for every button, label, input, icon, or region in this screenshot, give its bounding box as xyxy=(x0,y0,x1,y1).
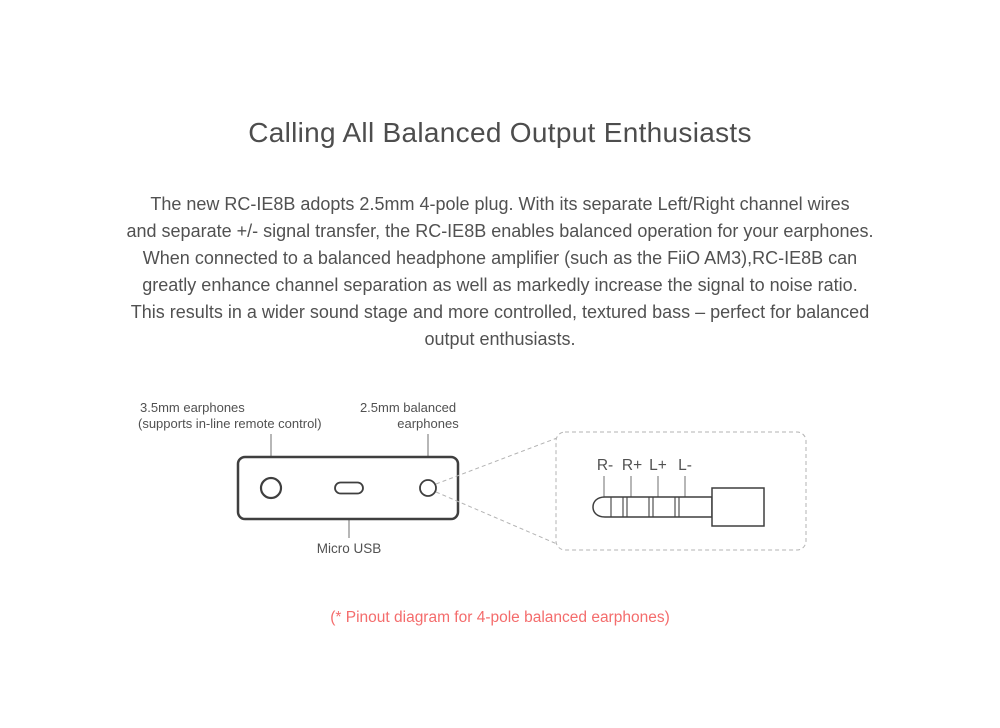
jack-35mm-label-line2: (supports in-line remote control) xyxy=(138,416,322,431)
pinout-label-l-plus: L+ xyxy=(649,457,667,474)
pinout-label-l-minus: L- xyxy=(678,457,692,474)
callout-line-top xyxy=(435,437,558,485)
plug-housing xyxy=(711,487,765,527)
jack-35mm-icon xyxy=(259,476,283,500)
callout-line-bottom xyxy=(435,491,558,545)
intro-line-5: This results in a wider sound stage and … xyxy=(130,302,870,322)
intro-line-4: greatly enhance channel separation as we… xyxy=(142,275,858,295)
intro-line-2: and separate +/- signal transfer, the RC… xyxy=(126,221,874,241)
intro-line-1: The new RC-IE8B adopts 2.5mm 4-pole plug… xyxy=(150,194,850,214)
callout-box xyxy=(555,431,807,551)
pinout-label-r-plus: R+ xyxy=(622,457,642,474)
jack-25mm-icon xyxy=(419,479,437,497)
intro-line-3: When connected to a balanced headphone a… xyxy=(142,248,858,268)
micro-usb-port-icon xyxy=(334,481,364,495)
pinout-caption: (* Pinout diagram for 4-pole balanced ea… xyxy=(330,609,670,626)
jack-25mm-label-line1: 2.5mm balanced xyxy=(360,400,456,415)
intro-paragraph: The new RC-IE8B adopts 2.5mm 4-pole plug… xyxy=(0,191,1000,353)
micro-usb-label: Micro USB xyxy=(317,541,382,556)
pinout-label-r-minus: R- xyxy=(597,457,613,474)
intro-line-6: output enthusiasts. xyxy=(424,329,576,349)
jack-35mm-label-line1: 3.5mm earphones xyxy=(140,400,245,415)
page-title: Calling All Balanced Output Enthusiasts xyxy=(248,117,752,148)
jack-25mm-label-line2: earphones xyxy=(397,416,459,431)
